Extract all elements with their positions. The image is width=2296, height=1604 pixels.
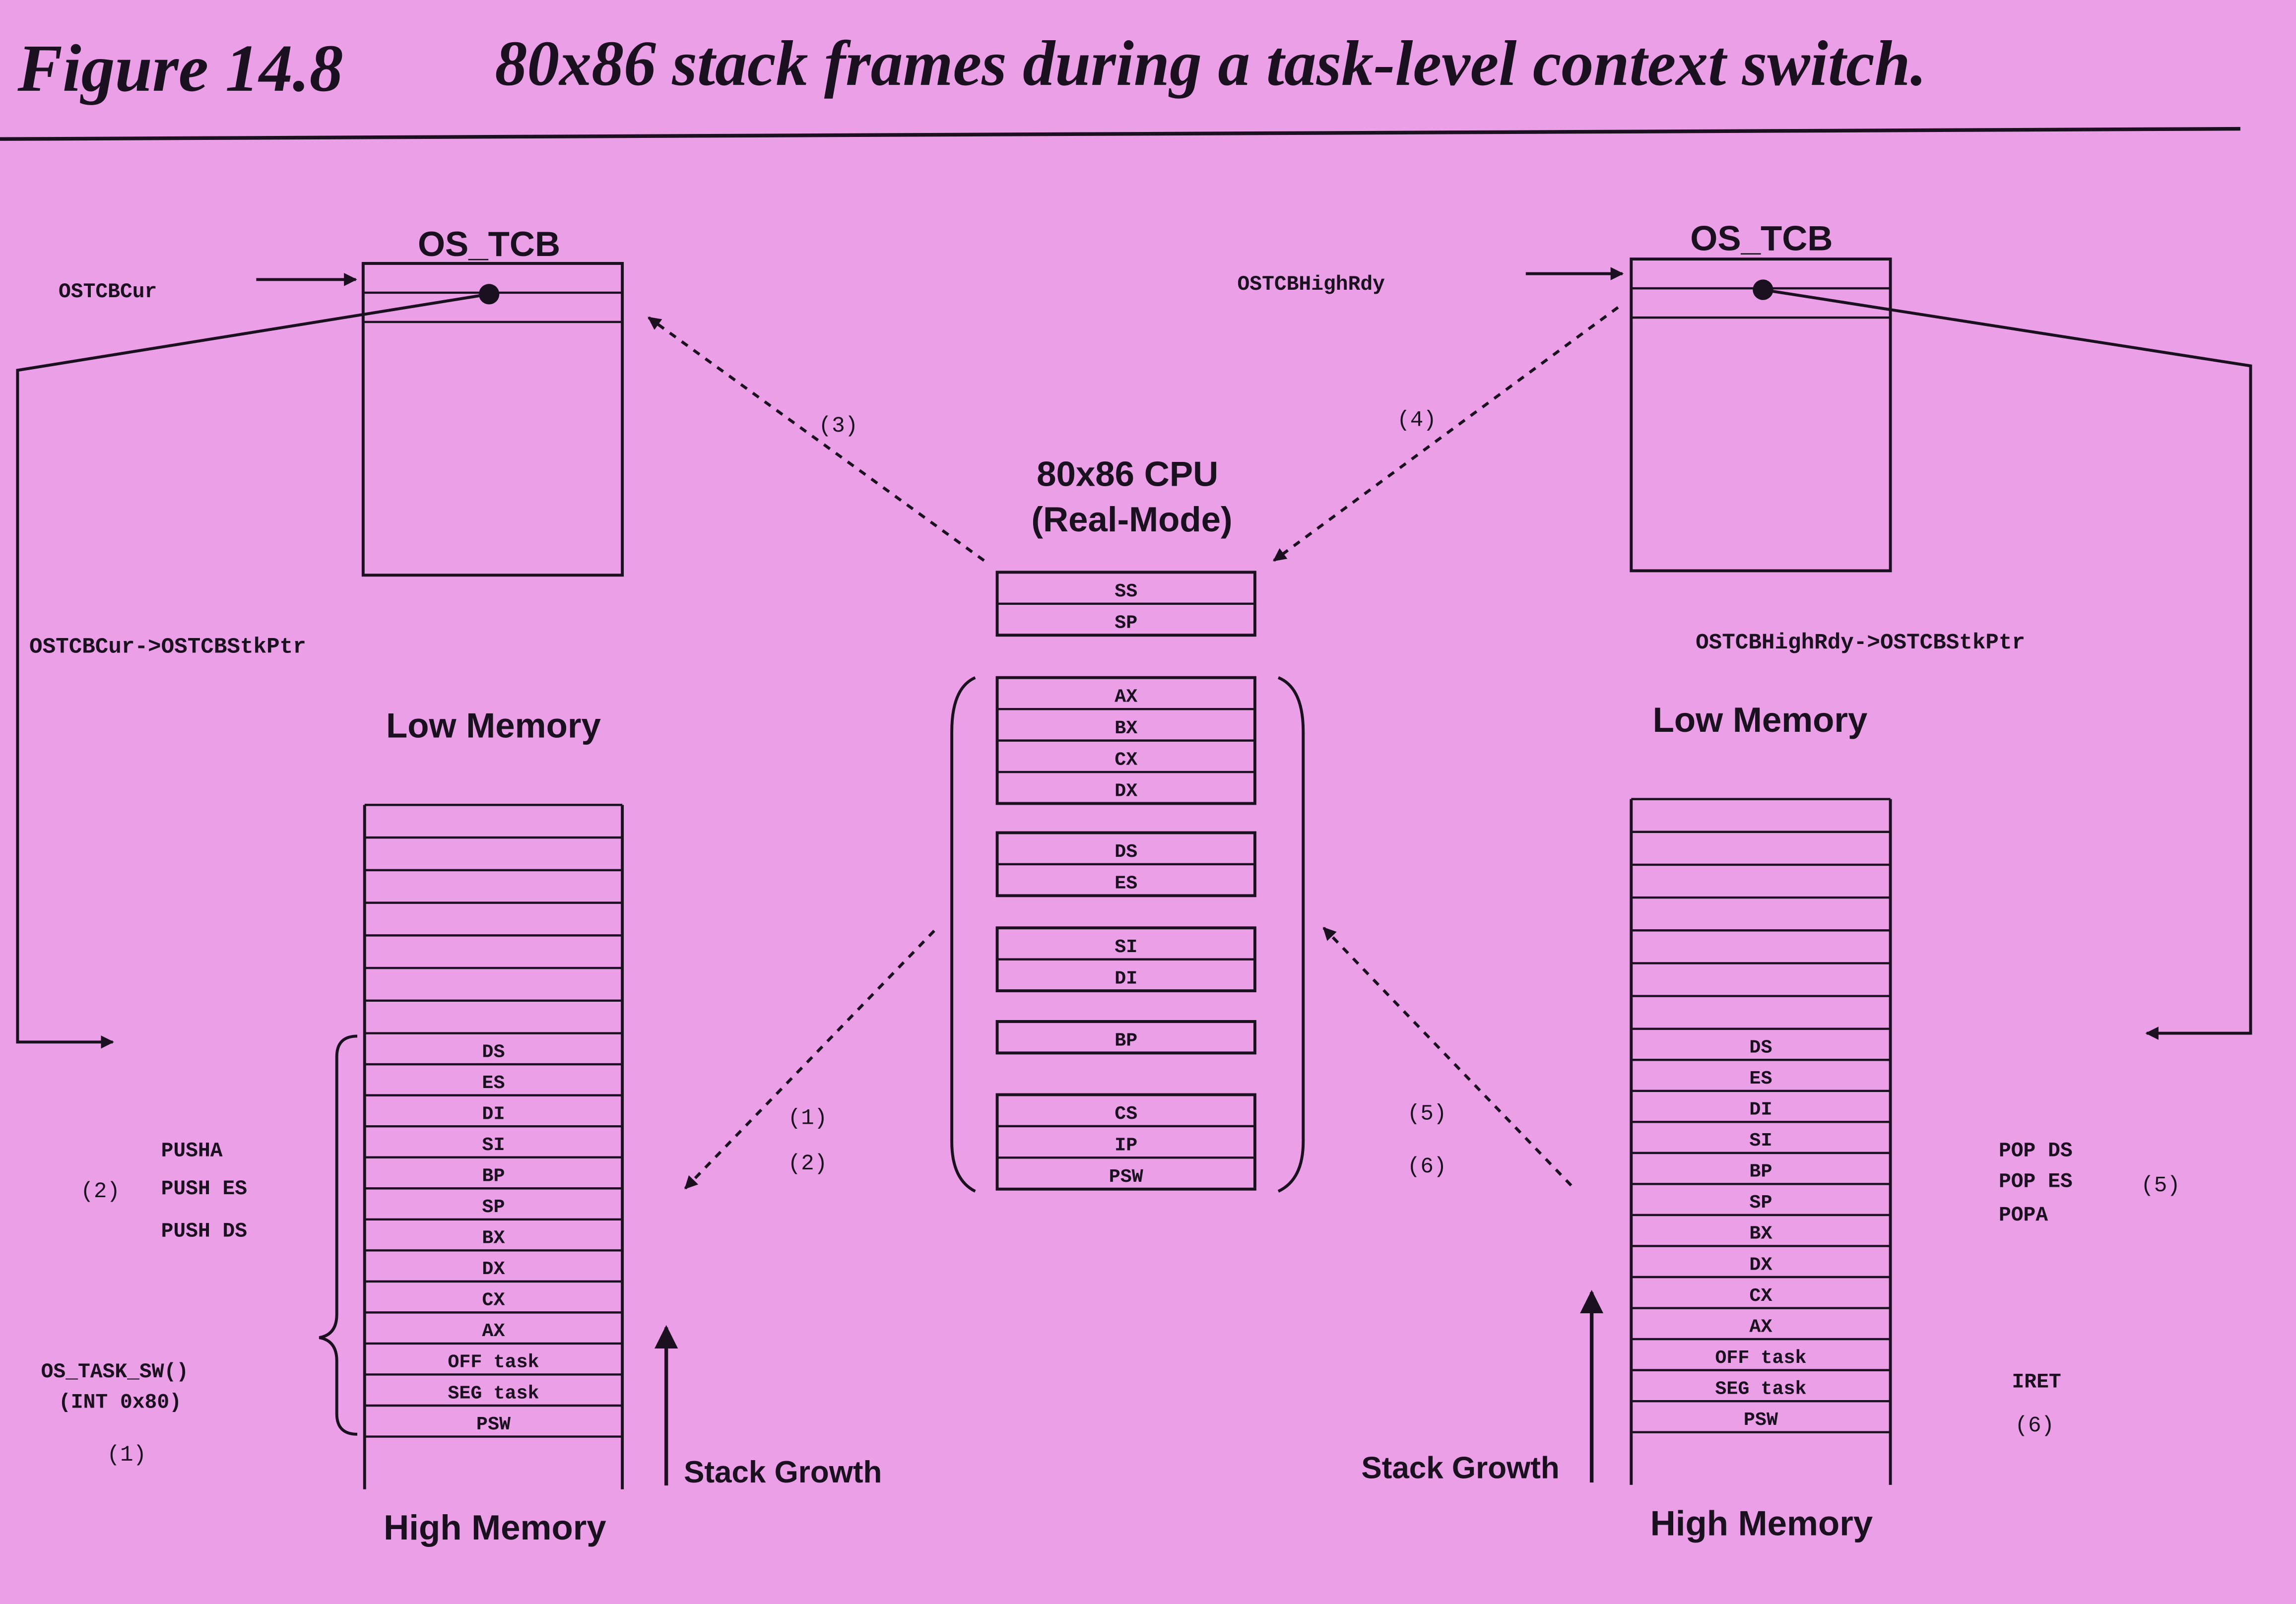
right-iret: IRET	[2012, 1371, 2061, 1394]
right-tcb-stkptr-dot	[1753, 279, 1773, 300]
right-stack-growth-label: Stack Growth	[1361, 1451, 1559, 1485]
cpu-register-ss: SS	[1115, 580, 1137, 602]
left-sw-call: OS_TASK_SW()	[41, 1361, 189, 1384]
step-to-left-tcb: (3)	[819, 414, 858, 439]
right-tcb-title: OS_TCB	[1690, 219, 1833, 258]
left-stkptr-label: OSTCBCur->OSTCBStkPtr	[29, 635, 306, 660]
cpu-group-4	[995, 1020, 1256, 1055]
left-instr-2: PUSH DS	[161, 1220, 248, 1243]
arrow-right-tcb-to-cpu	[1273, 306, 1619, 562]
cpu-register-di: DI	[1115, 967, 1137, 989]
step-from-right-stack-5: (5)	[1407, 1102, 1447, 1127]
left-stack-slot-8: CX	[482, 1289, 505, 1311]
right-stack-slot-11: SEG task	[1715, 1378, 1806, 1400]
right-instr-step: (5)	[2141, 1173, 2180, 1198]
cpu-register-ax: AX	[1115, 686, 1138, 707]
right-tcb-box	[1630, 257, 1892, 573]
title-rule	[0, 127, 2240, 141]
cpu-register-psw: PSW	[1109, 1166, 1143, 1188]
right-stack-slot-6: BX	[1749, 1223, 1772, 1245]
cpu-register-ip: IP	[1115, 1135, 1137, 1156]
step-to-left-stack-1: (1)	[788, 1106, 828, 1131]
right-stack-slot-0: DS	[1749, 1037, 1772, 1059]
right-high-memory: High Memory	[1650, 1504, 1873, 1543]
left-stack-slot-12: PSW	[476, 1413, 511, 1435]
left-tcb-title: OS_TCB	[418, 225, 560, 264]
left-stack-slot-2: DI	[482, 1103, 505, 1125]
cpu-register-si: SI	[1115, 936, 1137, 958]
step-from-right-stack-6: (6)	[1407, 1155, 1447, 1179]
left-stack-slot-3: SI	[482, 1134, 505, 1156]
left-tcb-box	[361, 262, 624, 577]
cpu-group-5	[995, 1093, 1256, 1191]
left-stack-slot-1: ES	[482, 1072, 505, 1094]
step-to-left-stack-2: (2)	[788, 1152, 828, 1176]
right-stack-slot-5: SP	[1749, 1192, 1772, 1214]
left-frame-brace	[319, 1034, 358, 1436]
arrow-cpu-to-left-tcb	[648, 316, 985, 562]
left-stack-slot-0: DS	[482, 1041, 505, 1063]
cpu-register-dx: DX	[1115, 780, 1138, 802]
right-instr-0: POP DS	[1999, 1140, 2073, 1162]
right-instr-2: POPA	[1999, 1204, 2048, 1227]
step-from-right-tcb: (4)	[1397, 408, 1437, 433]
cpu-register-bp: BP	[1115, 1030, 1137, 1052]
right-stkptr-label: OSTCBHighRdy->OSTCBStkPtr	[1696, 631, 2025, 655]
right-instr-1: POP ES	[1999, 1170, 2073, 1193]
right-stack-slot-8: CX	[1749, 1285, 1772, 1307]
right-stack-slot-2: DI	[1749, 1099, 1772, 1121]
right-iret-step: (6)	[2015, 1413, 2054, 1438]
cpu-register-ds: DS	[1115, 841, 1137, 863]
cpu-register-cs: CS	[1115, 1103, 1137, 1125]
right-tcb-pointer-label: OSTCBHighRdy	[1238, 273, 1385, 296]
left-stack-slot-4: BP	[482, 1165, 505, 1187]
right-stack-slot-12: PSW	[1744, 1409, 1778, 1431]
left-stack-slot-7: DX	[482, 1258, 505, 1280]
right-stkptr-arrow	[1763, 288, 2252, 1040]
cpu-register-cx: CX	[1115, 749, 1138, 770]
cpu-title-line1: 80x86 CPU	[1037, 454, 1218, 494]
right-stack-slot-9: AX	[1749, 1316, 1772, 1338]
cpu-register-es: ES	[1115, 873, 1137, 895]
right-stack-slot-4: BP	[1749, 1161, 1772, 1183]
cpu-left-brace	[950, 676, 976, 1193]
left-tcb-pointer-label: OSTCBCur	[59, 281, 157, 304]
left-stack-growth-label: Stack Growth	[684, 1455, 882, 1489]
left-low-memory: Low Memory	[386, 706, 601, 746]
cpu-title-line2: (Real-Mode)	[1031, 500, 1232, 539]
figure-caption: 80x86 stack frames during a task-level c…	[495, 28, 1926, 99]
left-stack-slot-9: AX	[482, 1320, 505, 1342]
left-sw-step: (1)	[107, 1443, 146, 1468]
right-stack-slot-3: SI	[1749, 1130, 1772, 1152]
left-stack-slot-11: SEG task	[448, 1382, 539, 1404]
right-stack-slot-1: ES	[1749, 1068, 1772, 1090]
right-low-memory: Low Memory	[1653, 701, 1868, 740]
left-stack-slot-5: SP	[482, 1196, 505, 1218]
figure-number: Figure 14.8	[17, 31, 343, 106]
left-stack-slot-10: OFF task	[448, 1351, 539, 1373]
left-stkptr-arrow	[16, 293, 490, 1049]
cpu-right-brace	[1277, 676, 1305, 1193]
cpu-register-bx: BX	[1115, 717, 1138, 739]
arrow-cpu-to-left-stack	[684, 930, 935, 1190]
left-sw-int: (INT 0x80)	[59, 1392, 182, 1414]
right-stack-slot-7: DX	[1749, 1254, 1772, 1276]
left-instr-1: PUSH ES	[161, 1178, 248, 1201]
left-instr-0: PUSHA	[161, 1140, 223, 1162]
cpu-register-sp: SP	[1115, 612, 1137, 634]
left-high-memory: High Memory	[384, 1508, 606, 1547]
right-stack-slot-10: OFF task	[1715, 1347, 1806, 1369]
cpu-register-groups: SS SP AX BX CX DX DS ES SI DI BP CS IP PSW	[995, 571, 1256, 1191]
left-instr-step: (2)	[80, 1179, 120, 1204]
left-stack-slot-6: BX	[482, 1227, 505, 1249]
arrow-right-stack-to-cpu	[1322, 927, 1573, 1187]
